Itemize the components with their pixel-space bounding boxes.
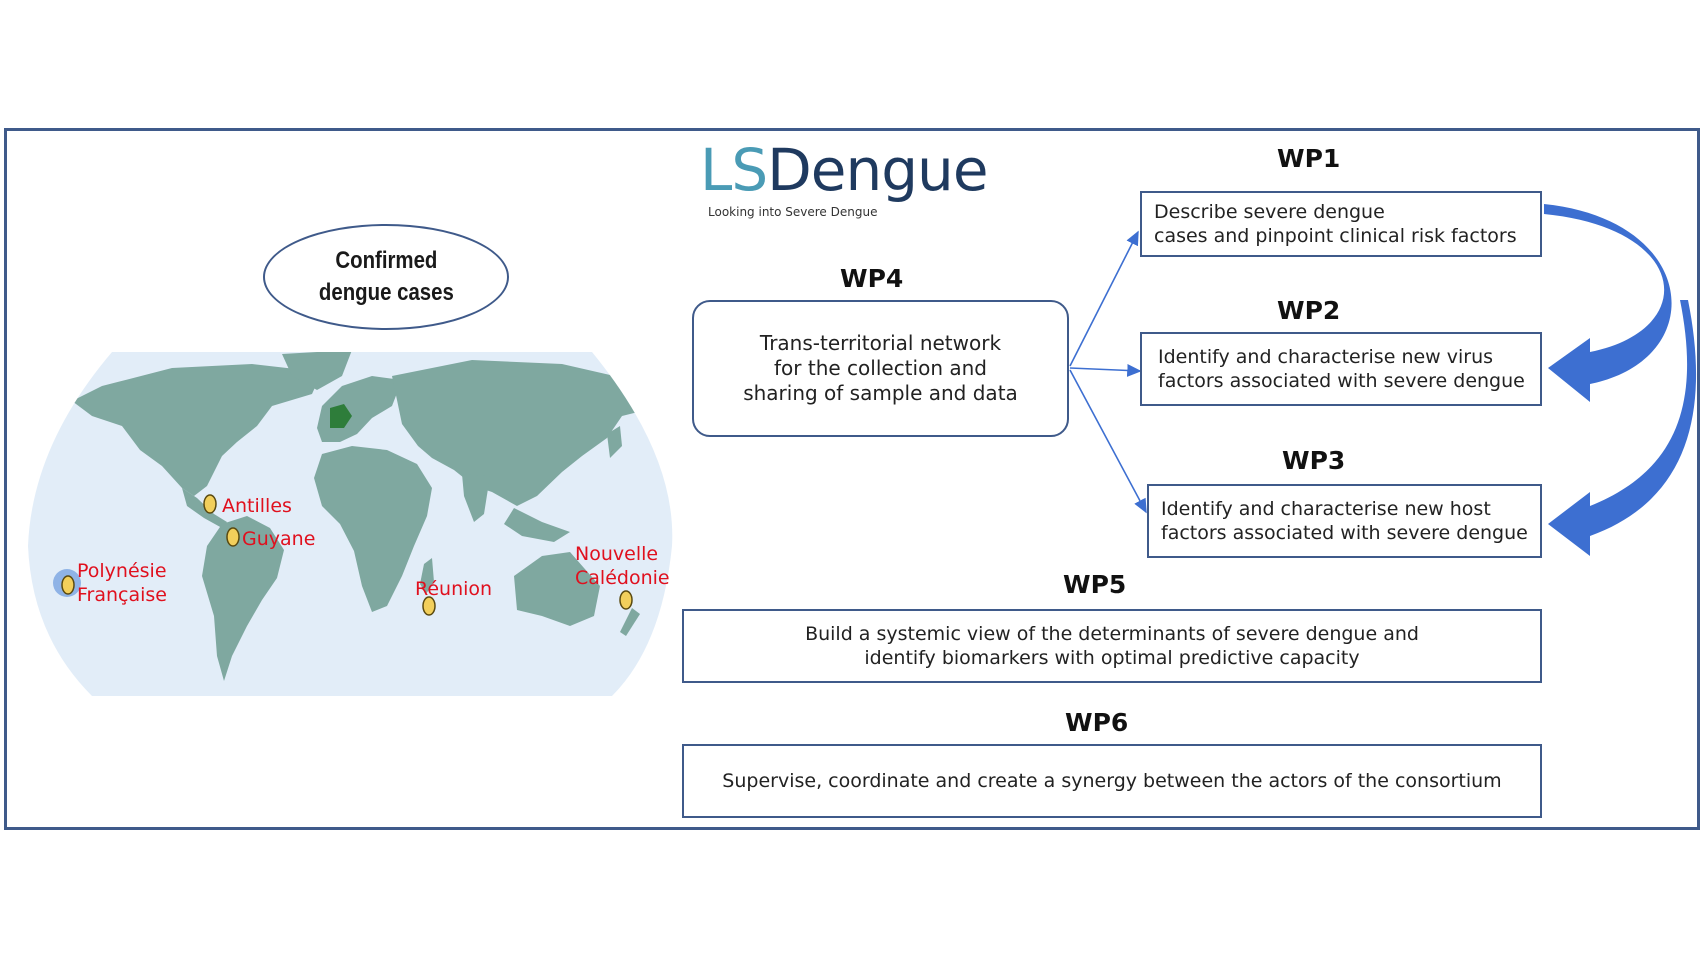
wp6-box: Supervise, coordinate and create a syner… — [682, 744, 1542, 818]
logo-ls: LS — [700, 136, 768, 204]
wp4-text: Trans-territorial network for the collec… — [743, 331, 1018, 405]
indonesia — [504, 508, 570, 542]
wp1-box: Describe severe dengue cases and pinpoin… — [1140, 191, 1542, 257]
wp3-heading: WP3 — [1282, 446, 1346, 475]
feedback-arrow-wp2 — [1544, 204, 1672, 402]
world-map — [28, 352, 673, 696]
asia — [392, 360, 662, 506]
label-polynesie: Polynésie Française — [77, 560, 167, 606]
wp4-heading: WP4 — [840, 264, 904, 293]
antilles-marker — [203, 494, 217, 514]
label-reunion: Réunion — [415, 578, 493, 600]
wp3-text: Identify and characterise new host facto… — [1161, 498, 1528, 544]
label-caledonie: Nouvelle Calédonie — [575, 543, 670, 589]
feedback-arrow-wp3 — [1548, 300, 1697, 556]
wp2-heading: WP2 — [1277, 296, 1341, 325]
wp5-text: Build a systemic view of the determinant… — [805, 623, 1419, 669]
africa — [314, 446, 432, 612]
wp3-box: Identify and characterise new host facto… — [1147, 484, 1542, 558]
lsdengue-logo: LSDengue — [700, 140, 989, 200]
logo-tagline: Looking into Severe Dengue — [708, 205, 878, 219]
reunion-marker — [422, 596, 436, 616]
greenland — [282, 352, 352, 390]
guyane-marker — [226, 527, 240, 547]
france-marker — [330, 404, 352, 428]
connector-wp1 — [1069, 230, 1139, 367]
india — [462, 474, 490, 522]
confirmed-cases-label: Confirmed dengue cases — [318, 247, 454, 306]
wp6-heading: WP6 — [1065, 708, 1129, 737]
australia — [514, 552, 600, 626]
logo-dengue: Dengue — [767, 136, 988, 204]
new-zealand — [620, 608, 640, 636]
wp4-box: Trans-territorial network for the collec… — [692, 300, 1069, 437]
wp5-heading: WP5 — [1063, 570, 1127, 599]
north-america — [72, 364, 322, 496]
wp1-text: Describe severe dengue cases and pinpoin… — [1154, 201, 1517, 247]
label-antilles: Antilles — [222, 495, 292, 517]
japan — [607, 426, 622, 458]
caledonie-marker — [619, 590, 633, 610]
label-guyane: Guyane — [242, 528, 316, 550]
confirmed-cases-ellipse: Confirmed dengue cases — [263, 224, 509, 330]
south-america — [202, 516, 284, 681]
wp5-box: Build a systemic view of the determinant… — [682, 609, 1542, 683]
wp2-box: Identify and characterise new virus fact… — [1140, 332, 1542, 406]
connector-wp3 — [1069, 369, 1147, 514]
wp1-heading: WP1 — [1277, 144, 1341, 173]
polynesie-marker — [61, 575, 75, 595]
wp6-text: Supervise, coordinate and create a syner… — [722, 770, 1502, 792]
connector-wp2 — [1069, 364, 1142, 377]
wp2-text: Identify and characterise new virus fact… — [1158, 346, 1525, 392]
madagascar — [420, 558, 434, 594]
